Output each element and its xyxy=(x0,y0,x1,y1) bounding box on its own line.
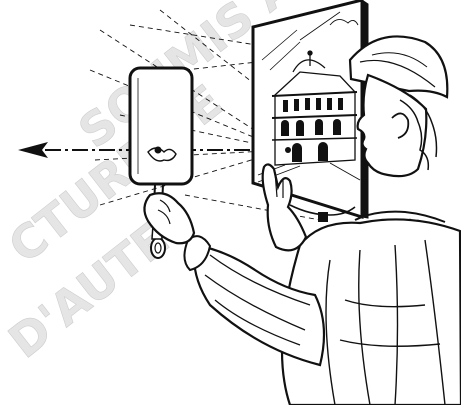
eye-point xyxy=(285,147,291,153)
